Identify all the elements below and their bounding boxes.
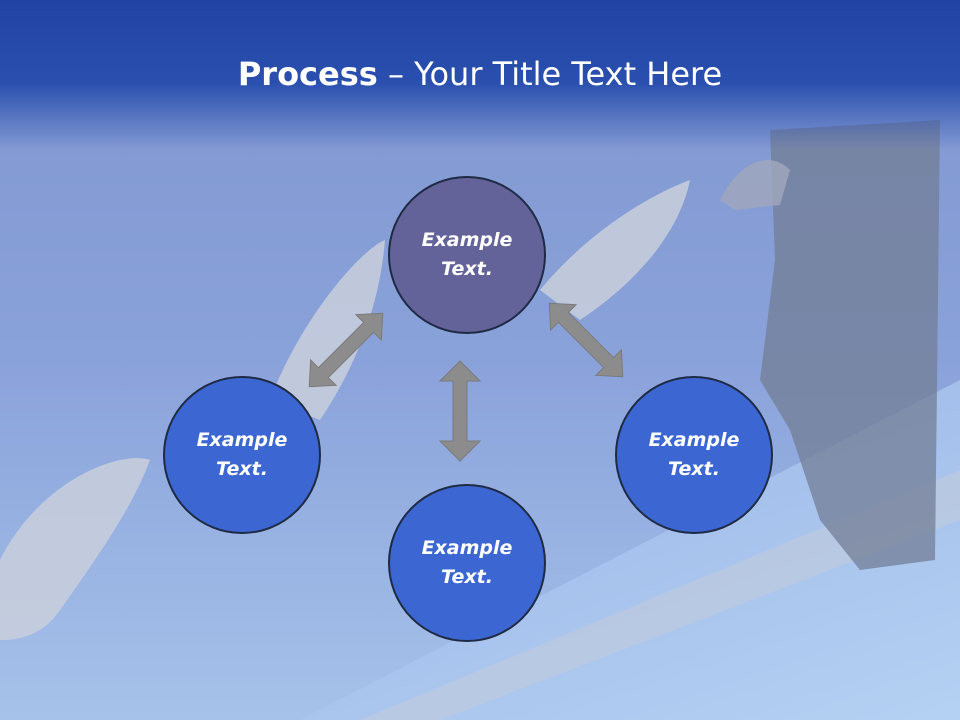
trainer-shape (760, 120, 940, 570)
node-text: Example Text. (196, 429, 288, 480)
process-node-bottom[interactable]: Example Text. (388, 484, 546, 642)
node-text: Example Text. (421, 537, 513, 588)
title-rest: – Your Title Text Here (377, 55, 723, 93)
title-bar (0, 0, 960, 150)
process-node-left[interactable]: Example Text. (163, 376, 321, 534)
double-arrow-top-right (548, 302, 624, 378)
process-node-top[interactable]: Example Text. (388, 176, 546, 334)
title-bold: Process (237, 55, 378, 93)
slide-title: Process – Your Title Text Here (0, 54, 960, 94)
dolphin-shapes (0, 180, 690, 640)
double-arrow-top-left (308, 312, 384, 388)
process-node-right[interactable]: Example Text. (615, 376, 773, 534)
node-text: Example Text. (421, 229, 513, 280)
node-text: Example Text. (648, 429, 740, 480)
double-arrow-vertical (438, 360, 482, 462)
